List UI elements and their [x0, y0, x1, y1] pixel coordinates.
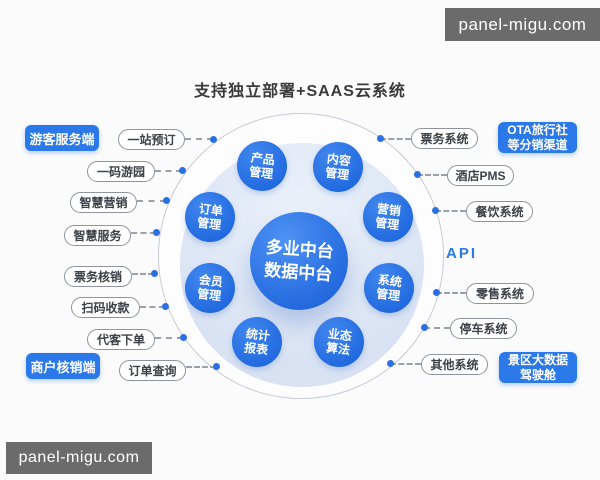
connector-line — [137, 200, 166, 202]
connector-dot — [163, 197, 170, 204]
hub-data-middle-platform: 多业中台 数据中台 — [250, 212, 348, 310]
module-business-algorithm: 业态 算法 — [314, 317, 364, 367]
connector-dot — [432, 207, 439, 214]
pill-smart-marketing: 智慧营销 — [70, 192, 137, 213]
module-label: 业态 算法 — [325, 326, 353, 358]
module-label: 统计 报表 — [243, 326, 271, 358]
pill-parking-system: 停车系统 — [450, 318, 517, 339]
badge-merchant-verification-client: 商户核销端 — [26, 353, 100, 379]
connector-line — [186, 366, 216, 368]
connector-line — [131, 232, 156, 234]
connector-line — [155, 170, 182, 172]
badge-scenic-big-data-cockpit: 景区大数据 驾驶舱 — [499, 352, 577, 383]
connector-dot — [180, 334, 187, 341]
connector-line — [185, 138, 213, 140]
page-title: 支持独立部署+SAAS云系统 — [194, 83, 406, 100]
connector-line — [424, 327, 450, 329]
pill-retail-system: 零售系统 — [466, 283, 534, 304]
pill-order-inquiry: 订单查询 — [119, 360, 186, 381]
connector-line — [140, 306, 165, 308]
pill-ticketing-system: 票务系统 — [411, 128, 478, 149]
module-content-management: 内容 管理 — [313, 142, 363, 192]
module-statistics-report: 统计 报表 — [232, 317, 282, 367]
pill-ticket-verification: 票务核销 — [64, 266, 132, 287]
module-label: 营销 管理 — [374, 201, 402, 233]
connector-dot — [377, 135, 384, 142]
module-order-management: 订单 管理 — [185, 192, 235, 242]
module-label: 内容 管理 — [324, 151, 352, 183]
pill-one-code-tour: 一码游园 — [87, 161, 155, 182]
badge-label: 商户核销端 — [30, 359, 96, 375]
module-marketing-management: 营销 管理 — [363, 192, 413, 242]
connector-line — [155, 337, 183, 339]
connector-dot — [421, 324, 428, 331]
pill-smart-service: 智慧服务 — [64, 225, 131, 246]
connector-dot — [162, 303, 169, 310]
connector-line — [436, 292, 466, 294]
connector-line — [417, 174, 447, 176]
hub-label: 多业中台 数据中台 — [263, 237, 335, 285]
pill-hotel-pms: 酒店PMS — [447, 165, 514, 186]
module-member-management: 会员 管理 — [185, 263, 235, 313]
pill-one-stop-booking: 一站预订 — [118, 129, 185, 150]
badge-label: OTA旅行社 等分销渠道 — [507, 122, 568, 152]
connector-dot — [179, 167, 186, 174]
pill-catering-system: 餐饮系统 — [466, 201, 533, 222]
connector-dot — [151, 270, 158, 277]
badge-label: 景区大数据 驾驶舱 — [507, 352, 568, 382]
api-label: API — [446, 245, 478, 262]
connector-dot — [387, 360, 394, 367]
connector-line — [380, 138, 411, 140]
module-system-management: 系统 管理 — [364, 263, 414, 313]
connector-dot — [414, 171, 421, 178]
connector-dot — [213, 363, 220, 370]
module-label: 会员 管理 — [196, 272, 224, 304]
module-product-management: 产品 管理 — [237, 141, 287, 191]
watermark-bottom-left: panel-migu.com — [6, 442, 152, 474]
badge-label: 游客服务端 — [29, 131, 95, 147]
connector-line — [132, 273, 154, 275]
badge-ota-distribution-channels: OTA旅行社 等分销渠道 — [498, 122, 577, 153]
pill-proxy-order: 代客下单 — [87, 329, 155, 350]
connector-line — [435, 210, 466, 212]
module-label: 系统 管理 — [375, 272, 403, 304]
pill-other-systems: 其他系统 — [421, 354, 488, 375]
pill-scan-payment: 扫码收款 — [71, 297, 140, 318]
module-label: 产品 管理 — [248, 150, 276, 182]
connector-dot — [153, 229, 160, 236]
connector-dot — [210, 136, 217, 143]
module-label: 订单 管理 — [196, 201, 224, 233]
badge-visitor-service-client: 游客服务端 — [25, 125, 99, 151]
watermark-top-right: panel-migu.com — [445, 8, 600, 41]
connector-line — [390, 363, 421, 365]
connector-dot — [433, 289, 440, 296]
